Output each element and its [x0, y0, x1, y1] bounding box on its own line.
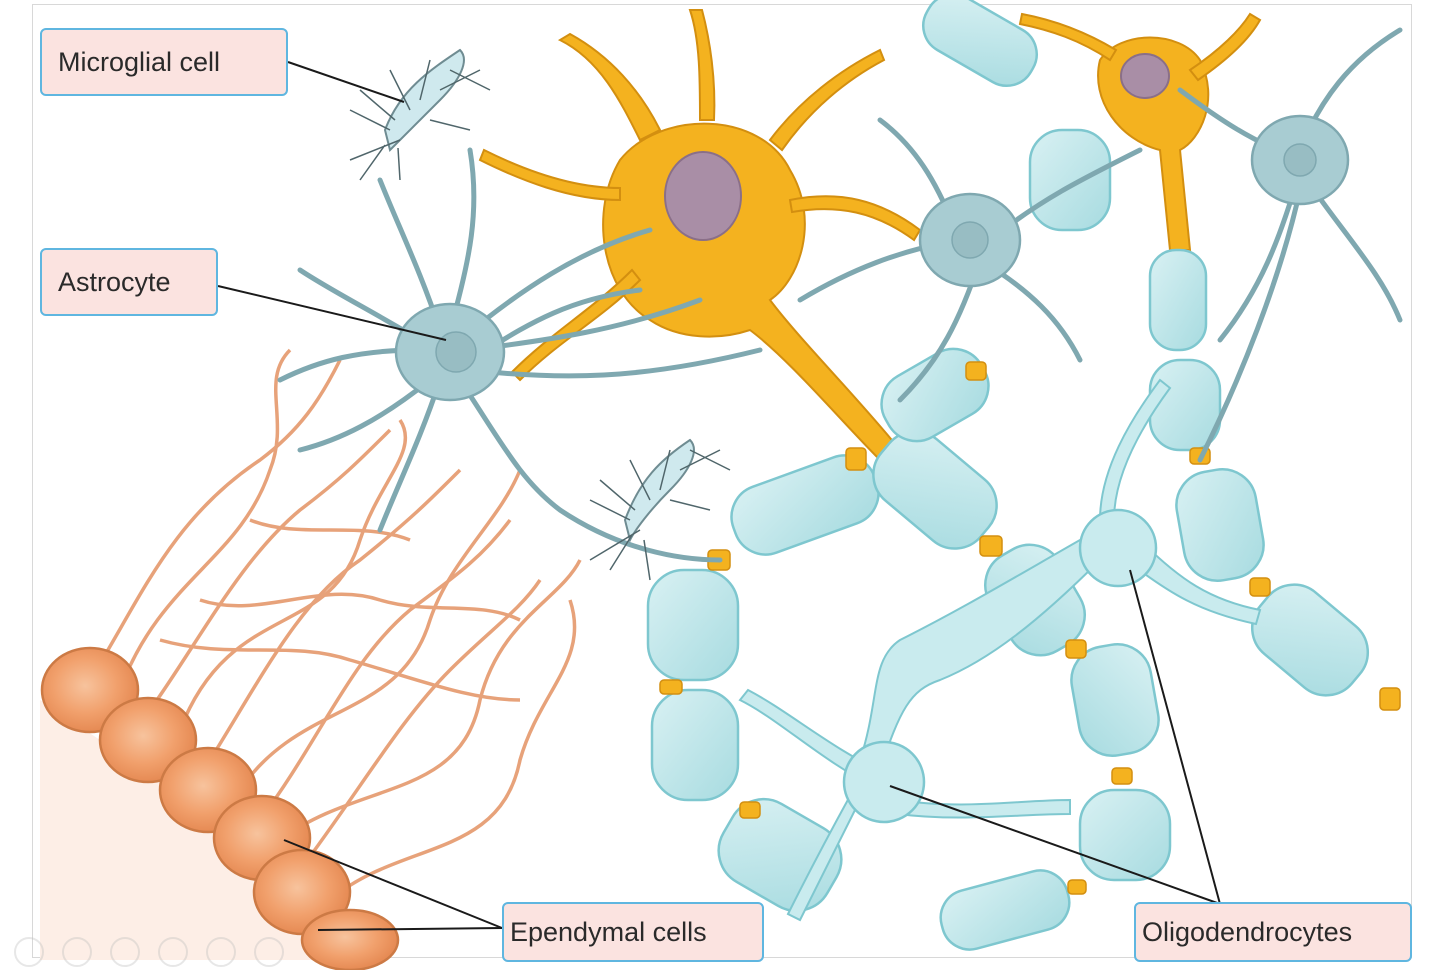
- grid-icon[interactable]: [158, 937, 188, 967]
- astrocyte-label: Astrocyte: [40, 248, 218, 316]
- neuron-1-nucleus: [664, 151, 742, 241]
- oligodendrocyte-2: [842, 740, 926, 824]
- microglial-cell-label: Microglial cell: [40, 28, 288, 96]
- ependymal-cells-text: Ependymal cells: [510, 916, 707, 947]
- ependymal-cells-label: Ependymal cells: [502, 902, 764, 962]
- prev-slide-icon[interactable]: [14, 937, 44, 967]
- microglial-cells: [383, 48, 695, 543]
- microglial-processes: [349, 59, 731, 581]
- next-slide-icon[interactable]: [62, 937, 92, 967]
- pen-icon[interactable]: [110, 937, 140, 967]
- oligodendrocyte-1: [1078, 508, 1158, 588]
- label-leader-lines: [217, 61, 1221, 931]
- oligodendrocytes-text: Oligodendrocytes: [1142, 916, 1353, 947]
- microglial-cell-text: Microglial cell: [58, 46, 221, 77]
- astrocyte-text: Astrocyte: [58, 266, 171, 297]
- oligodendrocyte-processes: [738, 378, 1262, 922]
- ependymal-cell-layer: [40, 646, 400, 970]
- zoom-icon[interactable]: [206, 937, 236, 967]
- ependymal-processes: [88, 348, 582, 902]
- astrocyte-nuclei: [435, 143, 1317, 373]
- slide-controls: [0, 934, 534, 970]
- oligodendrocytes-label: Oligodendrocytes: [1134, 902, 1412, 962]
- neuron-2-nucleus: [1120, 53, 1170, 99]
- more-icon[interactable]: [254, 937, 284, 967]
